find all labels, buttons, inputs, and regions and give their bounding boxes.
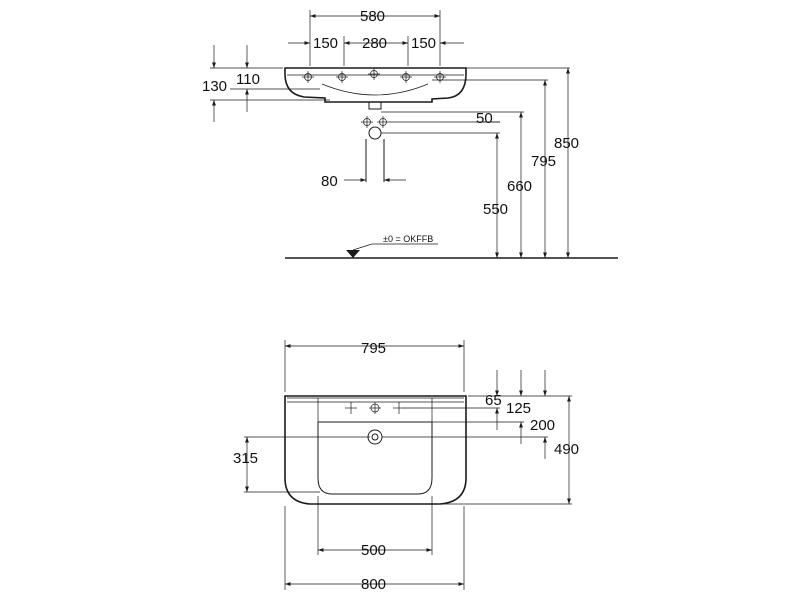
tap-hole-icon: [345, 402, 357, 414]
tap-hole-marks: [302, 68, 446, 83]
basin-inner-curve: [321, 83, 429, 96]
floor-level-label: ±0 = OKFFB: [383, 234, 433, 244]
dim-label-795-side: 795: [531, 153, 556, 170]
floor-label-leader: [352, 243, 373, 251]
dim-label-80: 80: [321, 173, 338, 190]
dim-label-490: 490: [554, 441, 579, 458]
dim-label-65: 65: [485, 392, 502, 409]
dim-label-280: 280: [362, 35, 387, 52]
extension-lines-top: [309, 10, 441, 66]
dim-label-315: 315: [233, 450, 258, 467]
tap-deck: [317, 398, 433, 422]
valve-icon: [377, 116, 389, 128]
top-tap-holes: [345, 402, 405, 414]
tap-hole-icon: [434, 71, 446, 83]
dim-label-660: 660: [507, 178, 532, 195]
tap-hole-icon: [400, 71, 412, 83]
dim-label-795-top: 795: [361, 340, 386, 357]
dim-label-150-left: 150: [313, 35, 338, 52]
top-plan-view: 795 500 800 315 65 125 200 490: [233, 340, 579, 593]
dim-label-580: 580: [360, 8, 385, 25]
dim-label-50: 50: [476, 110, 493, 127]
valve-icon: [361, 116, 373, 128]
basin-inner-bowl: [317, 421, 433, 495]
dim-label-500: 500: [361, 542, 386, 559]
basin-front-outline: [284, 67, 467, 103]
dim-label-130: 130: [202, 78, 227, 95]
tap-hole-icon: [369, 402, 381, 414]
tap-hole-icon: [302, 71, 314, 83]
dim-label-150-right: 150: [411, 35, 436, 52]
tap-hole-icon: [393, 402, 405, 414]
tap-hole-icon: [368, 68, 380, 80]
drain-inner: [371, 433, 379, 441]
dim-label-550: 550: [483, 201, 508, 218]
floor-level-symbol: [346, 250, 360, 258]
dim-label-200: 200: [530, 417, 555, 434]
side-elevation-view: ±0 = OKFFB 580 150 280 150 130 110: [202, 8, 618, 259]
tap-hole-icon: [336, 71, 348, 83]
extension-lines-left: [210, 67, 330, 101]
dim-label-110: 110: [236, 71, 260, 88]
dim-label-800: 800: [361, 576, 386, 593]
plan-extension-lines: [244, 340, 572, 590]
dim-label-850: 850: [554, 135, 579, 152]
drain-outlet: [368, 101, 382, 110]
drain-outer: [367, 429, 383, 445]
supply-valves: [361, 116, 389, 128]
dim-label-125: 125: [506, 400, 531, 417]
trap-circle: [368, 126, 382, 140]
